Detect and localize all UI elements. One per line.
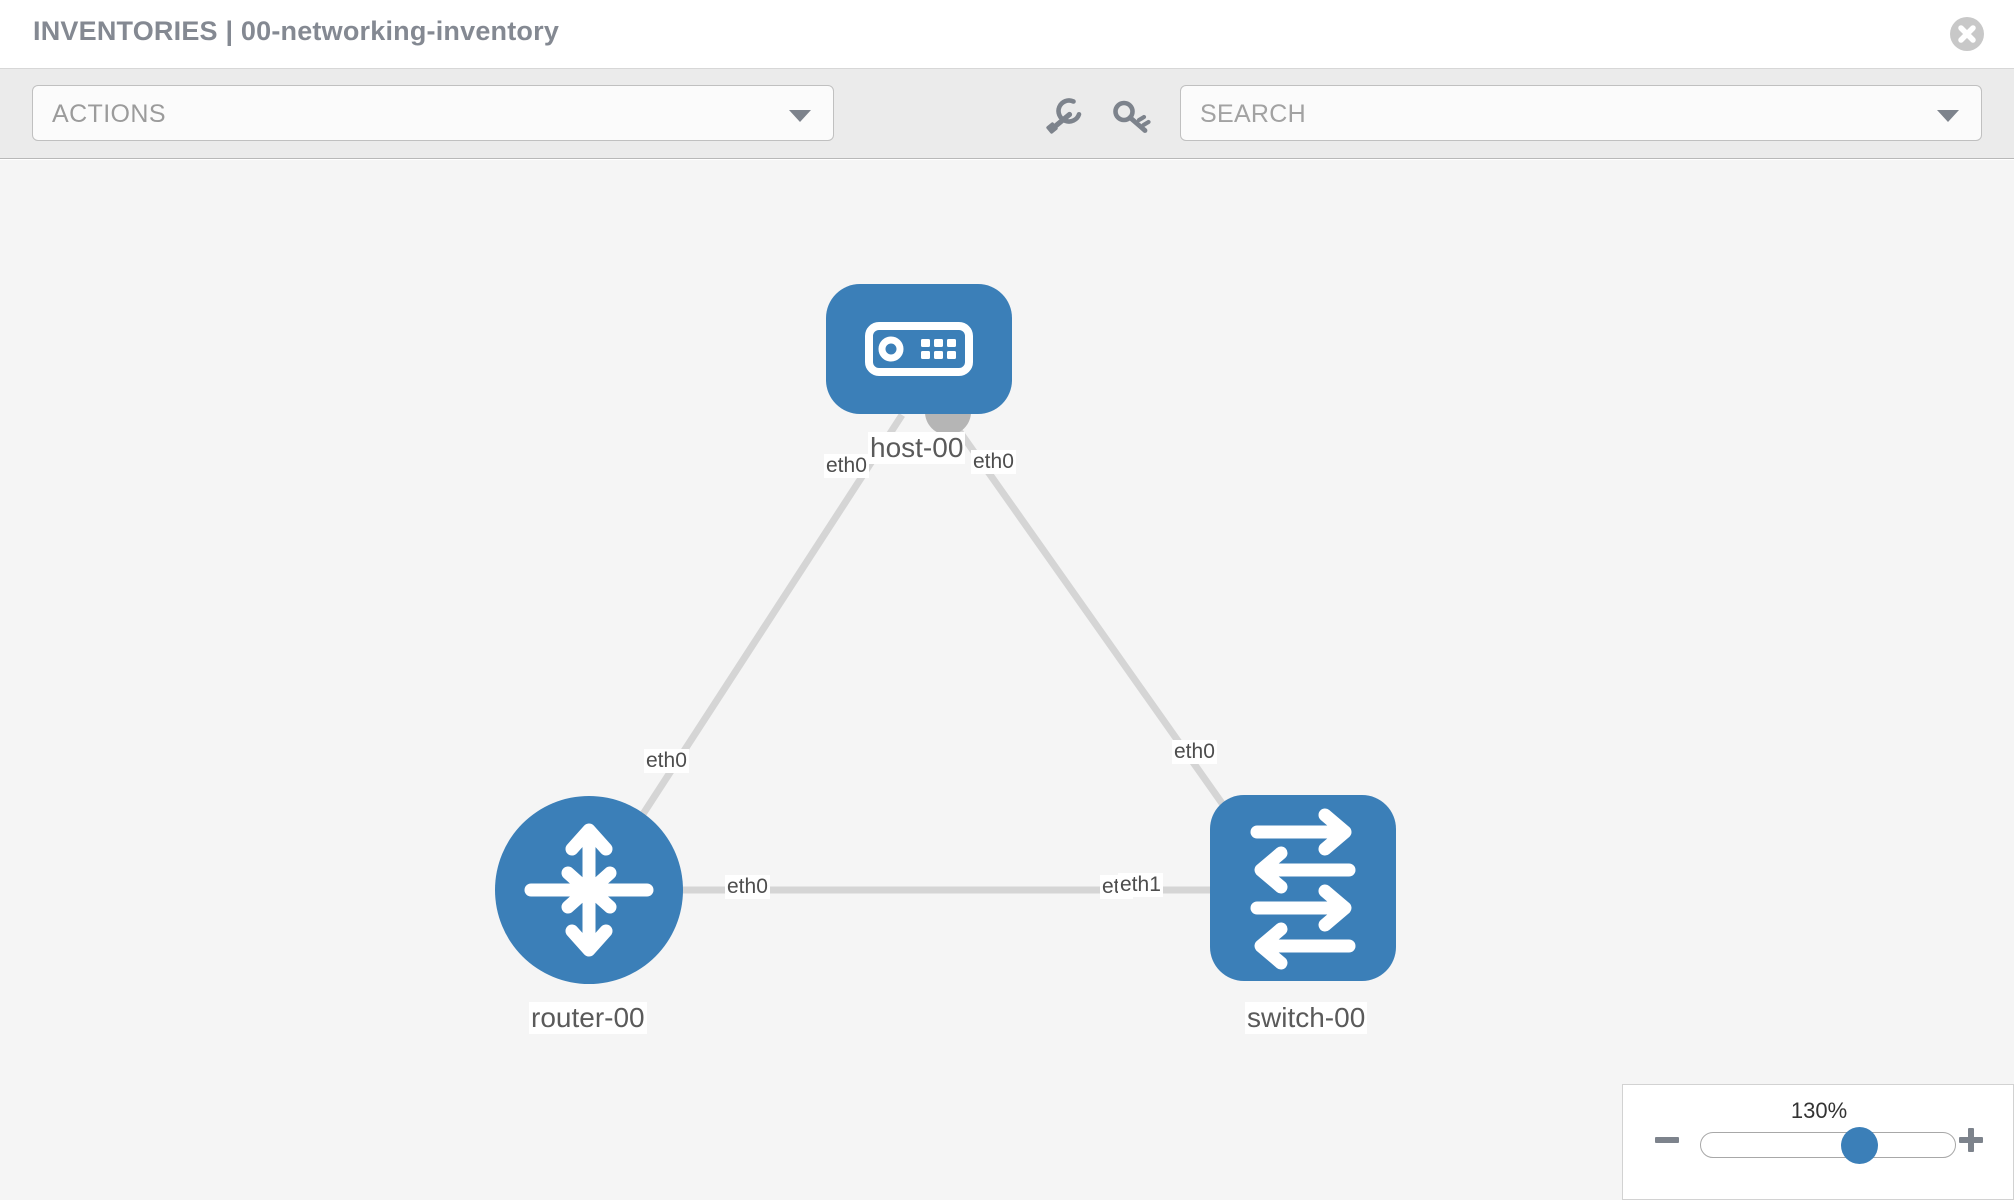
key-icon[interactable] [1110, 97, 1154, 135]
minus-icon [1654, 1127, 1680, 1153]
search-placeholder: SEARCH [1200, 100, 1306, 128]
zoom-out-button[interactable] [1654, 1127, 1680, 1153]
node-label-host-00: host-00 [868, 432, 966, 464]
node-label-switch-00: switch-00 [1245, 1002, 1368, 1034]
edge-host-switch [945, 412, 1265, 863]
page-title: INVENTORIES | 00-networking-inventory [33, 16, 560, 46]
topology-canvas[interactable]: host-00 router-00 switch-00 eth0 eth0 et… [0, 160, 2014, 1200]
topology-edges [607, 412, 1270, 894]
toolbar: ACTIONS SEARCH [0, 69, 2014, 159]
chevron-down-icon [789, 110, 811, 122]
page-header: INVENTORIES | 00-networking-inventory [0, 0, 2014, 69]
switch-arrows-icon [1250, 808, 1356, 970]
iface-label-host-to-router: eth0 [824, 454, 869, 478]
zoom-in-button[interactable] [1958, 1127, 1984, 1153]
search-chevron-down-icon[interactable] [1937, 110, 1959, 122]
server-icon [865, 322, 973, 376]
search-input[interactable]: SEARCH [1180, 85, 1982, 141]
edge-host-router [607, 413, 905, 867]
router-arrows-icon [524, 823, 654, 957]
node-router-00 [495, 796, 683, 984]
zoom-slider-track[interactable] [1700, 1127, 1956, 1164]
iface-label-router-to-host: eth0 [644, 749, 689, 773]
wrench-icon[interactable] [1042, 97, 1086, 135]
zoom-level-value: 130% [1790, 1098, 1848, 1123]
iface-label-router-to-switch: eth0 [725, 875, 770, 899]
actions-dropdown[interactable]: ACTIONS [32, 85, 834, 141]
node-host-00 [826, 284, 1012, 414]
topology-connectors [594, 389, 1272, 913]
iface-label-switch-to-host: eth0 [1172, 740, 1217, 764]
actions-dropdown-label: ACTIONS [52, 100, 166, 128]
node-switch-00 [1210, 795, 1396, 981]
close-button[interactable] [1950, 17, 1984, 51]
plus-icon [1958, 1127, 1984, 1153]
node-label-router-00: router-00 [529, 1002, 647, 1034]
topology-graph [495, 284, 1396, 984]
zoom-slider-thumb[interactable] [1841, 1127, 1879, 1164]
iface-label-switch-to-router: eth1 [1118, 873, 1163, 897]
iface-label-host-to-switch: eth0 [971, 450, 1016, 474]
zoom-control-panel: 130% [1622, 1084, 2014, 1200]
close-icon [1950, 17, 1984, 51]
